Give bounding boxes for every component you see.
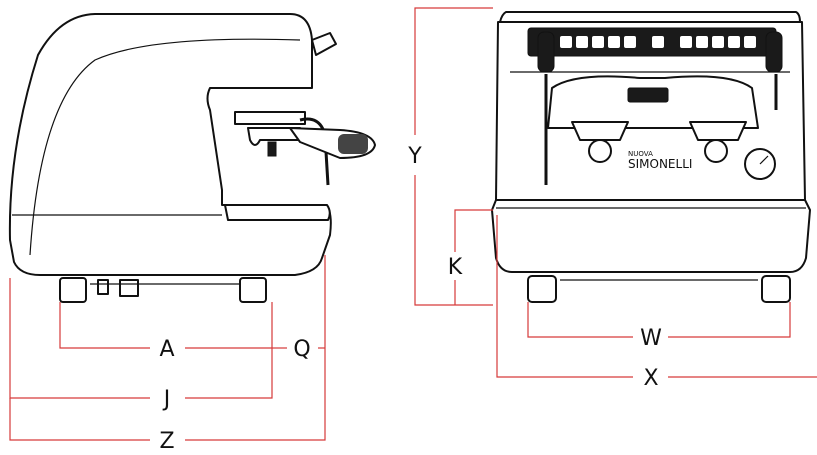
dim-label-Y: Y xyxy=(407,144,422,169)
dim-label-Z: Z xyxy=(159,429,174,454)
side-view xyxy=(8,13,376,303)
dim-label-X: X xyxy=(643,366,658,391)
front-dimensions: Y K W X xyxy=(407,7,817,391)
steam-knob-icon xyxy=(765,31,783,73)
front-view: NUOVA SIMONELLI xyxy=(491,11,811,303)
front-portafilter-right xyxy=(704,139,728,163)
steam-knob-icon xyxy=(537,31,555,73)
dim-label-J: J xyxy=(162,387,171,412)
front-top xyxy=(499,11,801,23)
front-foot-left xyxy=(527,275,557,303)
side-foot-left xyxy=(59,277,87,303)
front-brand-plate xyxy=(627,87,669,103)
front-foot-right xyxy=(761,275,791,303)
side-dimensions: A J Z Q xyxy=(9,255,326,454)
front-brand-small: NUOVA xyxy=(628,150,653,158)
dim-label-Q: Q xyxy=(293,337,310,362)
side-foot-right xyxy=(239,277,267,303)
dim-label-W: W xyxy=(640,326,662,351)
button-panel-icons xyxy=(560,36,756,48)
side-drip-tray xyxy=(224,204,331,221)
dim-label-K: K xyxy=(448,255,463,280)
side-body xyxy=(8,13,332,276)
side-spout xyxy=(267,141,277,157)
front-lower-body xyxy=(491,199,811,273)
side-connector-b xyxy=(119,279,139,297)
front-group-right xyxy=(689,121,747,141)
side-group-head xyxy=(234,111,306,125)
side-handle-grip xyxy=(338,134,368,154)
front-brand-large: SIMONELLI xyxy=(628,157,692,171)
side-portafilter xyxy=(247,127,301,146)
front-group-left xyxy=(571,121,629,141)
side-body-curve xyxy=(29,38,301,256)
front-portafilter-left xyxy=(588,139,612,163)
side-connector-a xyxy=(97,279,109,295)
side-cup-rail xyxy=(311,32,337,56)
dim-label-A: A xyxy=(159,337,174,362)
